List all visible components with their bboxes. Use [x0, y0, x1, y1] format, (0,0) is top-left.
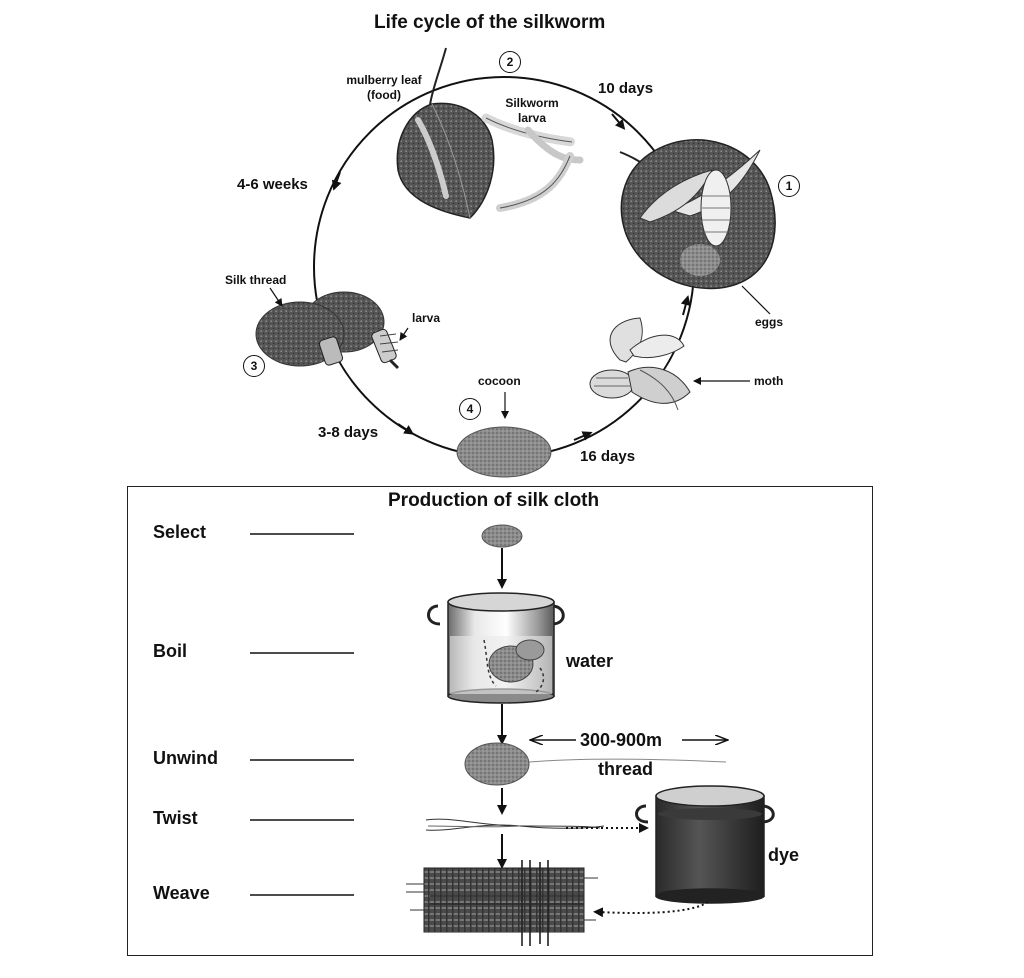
production-title: Production of silk cloth	[388, 490, 600, 511]
silk-thread-leader	[269, 287, 283, 307]
moth-label: moth	[754, 374, 784, 388]
eggs-label: eggs	[755, 315, 784, 329]
silk-thread-label: Silk thread	[225, 273, 287, 287]
arrow-3-8-days	[397, 423, 415, 435]
larva-leader	[399, 327, 409, 341]
mulberry-leaf-label: mulberry leaf (food)	[346, 73, 422, 102]
duration-10-days: 10 days	[598, 80, 654, 97]
arrow-16-days	[573, 431, 593, 441]
selected-cocoon-icon	[481, 524, 523, 548]
production-flow	[250, 524, 775, 946]
larva-label: larva	[412, 311, 441, 325]
stage-1-number: 1	[778, 175, 800, 197]
dye-pot-icon	[635, 785, 775, 904]
unwind-cocoon-icon	[464, 742, 530, 786]
moth-icon	[589, 317, 750, 411]
cooking-pot-icon	[427, 592, 565, 704]
step-weave: Weave	[153, 883, 210, 903]
duration-16-days: 16 days	[580, 448, 636, 465]
step-twist: Twist	[153, 808, 198, 828]
stage-2-number: 2	[499, 51, 521, 73]
eggs-leader	[741, 285, 771, 315]
stage-3-number: 3	[243, 355, 265, 377]
arrow-4-6-weeks	[331, 171, 342, 191]
cocoon-icon	[456, 392, 552, 478]
dye-label: dye	[768, 845, 800, 865]
woven-cloth-icon	[406, 860, 598, 946]
step-boil: Boil	[153, 641, 187, 661]
step-unwind: Unwind	[153, 748, 218, 768]
thread-length-label: 300-900m	[580, 730, 663, 750]
stage-4-number: 4	[459, 398, 481, 420]
leaf-with-moth-and-eggs-icon	[619, 139, 776, 315]
production-panel	[127, 486, 873, 956]
duration-3-8-days: 3-8 days	[318, 424, 379, 441]
step-select: Select	[153, 522, 207, 542]
silkworm-larva-label: Silkworm larva	[505, 96, 559, 125]
cocoons-with-larvae-icon	[255, 287, 409, 370]
lifecycle-ring	[313, 76, 695, 458]
thread-label: thread	[598, 759, 654, 779]
duration-4-6-weeks: 4-6 weeks	[237, 176, 308, 193]
arrow-10-days	[611, 113, 626, 130]
lifecycle-title: Life cycle of the silkworm	[374, 12, 606, 33]
mulberry-leaf-with-larvae-icon	[396, 47, 584, 219]
cocoon-label: cocoon	[478, 374, 521, 388]
arrow-to-eggs	[680, 295, 691, 316]
unwound-thread	[528, 758, 727, 763]
water-label: water	[566, 651, 614, 671]
